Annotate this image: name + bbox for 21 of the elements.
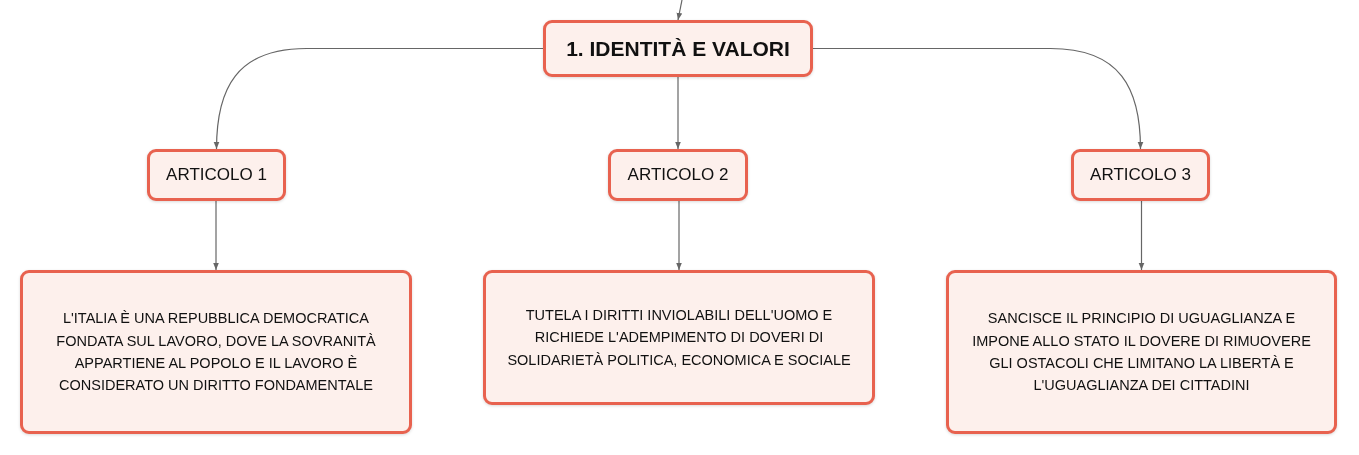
description-text: SANCISCE IL PRINCIPIO DI UGUAGLIANZA E IMPONE ALLO STATO IL DOVERE DI RIMUOVERE GLI OSTACOLI CHE LIMITANO LA LIBERTÀ E L'UGUAGLIANZA DEI CITTADINI bbox=[971, 309, 1312, 396]
arrow bbox=[675, 76, 681, 150]
arrow bbox=[1138, 200, 1145, 271]
arrow bbox=[213, 47, 544, 150]
box-label: ARTICOLO 1 bbox=[166, 164, 267, 186]
description-box bbox=[946, 270, 1337, 434]
topic-box bbox=[608, 149, 748, 201]
arrow bbox=[676, 200, 682, 271]
box-label: 1. IDENTITÀ E VALORI bbox=[566, 35, 790, 62]
title-box bbox=[543, 20, 813, 77]
description-text: L'ITALIA È UNA REPUBBLICA DEMOCRATICA FONDATA SUL LAVORO, DOVE LA SOVRANITÀ APPARTIENE AL POPOLO E IL LAVORO È CONSIDERATO UN DIRITTO FONDAMENTALE bbox=[55, 309, 377, 396]
description-box bbox=[20, 270, 412, 434]
box-label: ARTICOLO 3 bbox=[1090, 164, 1191, 186]
arrow bbox=[213, 200, 219, 271]
topic-box bbox=[1071, 149, 1210, 201]
arrow bbox=[812, 47, 1144, 150]
description-text: TUTELA I DIRITTI INVIOLABILI DELL'UOMO E RICHIEDE L'ADEMPIMENTO DI DOVERI DI SOLIDARIETÀ POLITICA, ECONOMICA E SOCIALE bbox=[506, 305, 852, 370]
description-box bbox=[483, 270, 875, 405]
box-label: ARTICOLO 2 bbox=[627, 164, 729, 186]
topic-box bbox=[147, 149, 286, 201]
arrow bbox=[676, 0, 683, 21]
